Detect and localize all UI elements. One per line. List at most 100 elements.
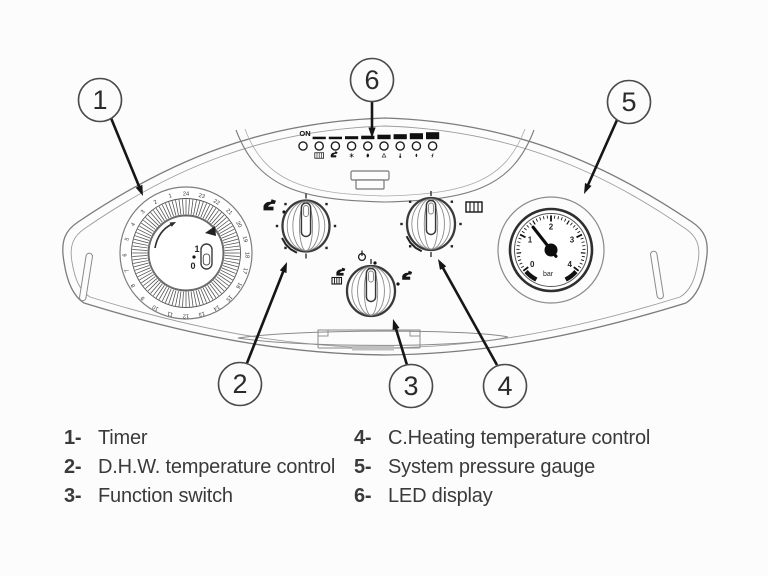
knob-tick-square: [408, 200, 412, 203]
led-on-label: ON: [299, 129, 310, 138]
gauge-needle-hub: [544, 243, 558, 257]
knob-tick-square: [400, 222, 403, 226]
led-0: [298, 141, 308, 151]
led-bar-7: [409, 133, 423, 140]
knob-tick-square: [450, 200, 454, 203]
timer-switch-dot: [192, 255, 196, 259]
timer-hour-label: 12: [183, 313, 189, 319]
bolt-icon: [431, 153, 434, 158]
timer-hour-label: 11: [167, 310, 174, 317]
timer-dial-face: [148, 215, 224, 291]
callout-4-arrow-head: [438, 259, 447, 270]
callout-3-arrow-head: [392, 319, 400, 331]
knob-grip: [365, 267, 377, 303]
bottom-shade-strip: [352, 346, 394, 351]
callout-3-circle: [388, 363, 434, 409]
callout-3-arrow: [394, 327, 409, 366]
gauge-end-zone: [524, 270, 538, 282]
timer-hour-label: 3: [140, 209, 146, 215]
legend-item-number: 4-: [354, 427, 372, 449]
timer-hour-label: 19: [241, 236, 248, 244]
led-8: [427, 141, 438, 151]
callout-6-circle: [349, 57, 395, 103]
callout-4-arrow: [441, 266, 499, 366]
panel-latch-button: [350, 170, 390, 181]
callout-4: 4: [482, 363, 528, 409]
knob-grip-inner: [368, 270, 374, 283]
led-recess-inner: [244, 128, 526, 197]
legend-item-label: Timer: [98, 427, 148, 449]
knob-tick-square: [325, 202, 328, 206]
callout-5: 5: [606, 79, 652, 125]
thermometer-icon: [399, 153, 402, 158]
warning-icon: [381, 152, 387, 158]
led-bar-3: [345, 136, 359, 140]
legend-item-label: LED display: [388, 485, 493, 507]
timer-position-marker: [205, 226, 216, 236]
timer-hour-label: 17: [241, 267, 248, 275]
callout-2-arrow-head: [279, 262, 287, 274]
callout-1-arrow-head: [135, 184, 143, 196]
gauge-end-zone: [564, 270, 578, 282]
timer-hour-label: 23: [198, 193, 206, 200]
heating-temperature-knob: [400, 191, 462, 257]
gauge-unit-label: bar: [543, 271, 554, 278]
function-switch-knob: [345, 259, 400, 318]
led-6: [395, 141, 406, 151]
callout-5-number: 5: [621, 87, 636, 117]
knob-tick-square: [459, 222, 462, 226]
tap-icon: [330, 151, 338, 158]
timer-rotation-arrowhead: [169, 222, 176, 227]
panel-icons: [263, 199, 483, 285]
callout-2-circle: [217, 361, 263, 407]
legend-item-1: 1-Timer: [64, 427, 335, 450]
legend-item-6: 6- LED display: [354, 485, 650, 508]
timer-segment-ring-inner: [147, 214, 225, 292]
led-bar-5: [377, 134, 391, 140]
timer-rotation-arrow: [154, 223, 173, 249]
drop-icon: [415, 153, 418, 158]
bottom-notch-left: [317, 329, 329, 337]
callout-2-arrow: [245, 269, 285, 364]
led-bar-6: [393, 134, 407, 140]
callout-1: 1: [77, 77, 123, 123]
panel-latch-button-lower: [355, 179, 385, 190]
timer-hour-label: 20: [234, 221, 242, 229]
legend-item-label: Function switch: [98, 485, 233, 507]
legend-item-label: C.Heating temperature control: [388, 427, 651, 449]
flame-icon: [366, 153, 370, 158]
knob-position-dot: [396, 282, 400, 286]
knob-tick-square: [275, 224, 279, 228]
timer-hour-label: 22: [212, 198, 220, 206]
radiator-tap-icon: [331, 267, 346, 285]
gauge-tick-label: 2: [549, 222, 554, 231]
callout-6: 6: [349, 57, 395, 103]
knob-tick-square: [450, 245, 454, 248]
led-7: [411, 141, 422, 151]
knob-tick-square: [408, 245, 412, 248]
callout-4-number: 4: [497, 371, 512, 401]
callout-1-arrow: [109, 117, 141, 189]
callout-5-arrow-head: [584, 182, 592, 194]
knob-tick-square: [284, 246, 287, 250]
callout-2-number: 2: [232, 369, 247, 399]
lamp-icon: [357, 250, 367, 262]
knob-grip: [425, 199, 437, 236]
tap-icon: [263, 199, 276, 211]
callout-6-arrow-head: [368, 127, 376, 138]
gauge-tick-label: 0: [530, 260, 535, 269]
legend-item-number: 6-: [354, 485, 372, 507]
knob-tick-square: [325, 246, 328, 250]
callout-4-circle: [482, 363, 528, 409]
timer-switch-on-label: 1: [194, 244, 199, 254]
legend-item-2: 2-D.H.W. temperature control: [64, 456, 335, 479]
timer-switch-off-label: 0: [190, 261, 195, 271]
timer-hour-label: 9: [140, 295, 146, 301]
callout-5-arrow: [586, 119, 619, 187]
legend-item-number: 3-: [64, 485, 82, 507]
legend-item-5: 5-System pressure gauge: [354, 456, 650, 479]
timer-hour-label: 14: [212, 303, 220, 311]
knob-ridge: [351, 266, 391, 316]
timer-hour-label: 13: [198, 310, 206, 317]
